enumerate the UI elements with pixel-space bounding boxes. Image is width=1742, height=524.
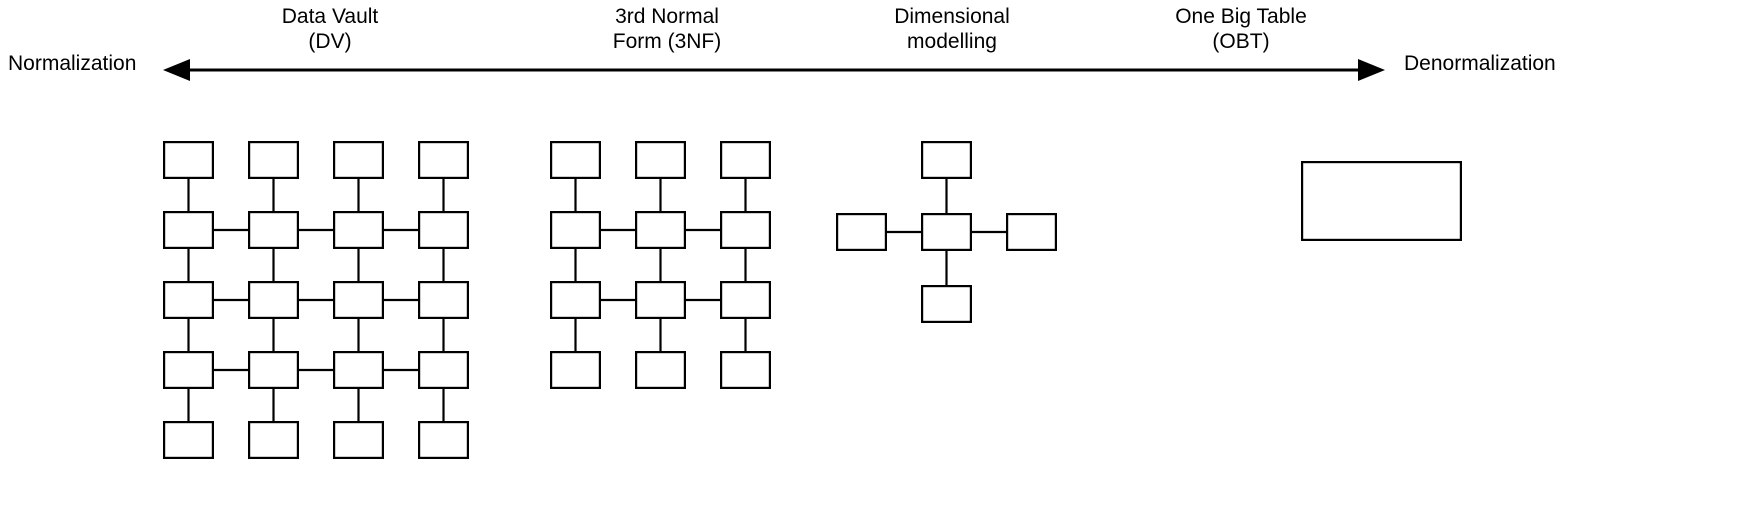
data-vault-diagram — [163, 141, 469, 459]
entity-box — [418, 421, 469, 459]
entity-box — [418, 210, 469, 249]
entity-box — [333, 141, 385, 179]
entity-box — [720, 281, 771, 320]
stage-label-line1: One Big Table — [1175, 5, 1307, 28]
entity-box — [333, 281, 385, 320]
dimensional-star-schema — [836, 141, 1057, 323]
entity-box — [163, 351, 214, 390]
dimension-box-south — [920, 285, 972, 323]
axis-label-denormalization: Denormalization — [1404, 52, 1556, 75]
dimension-box-west — [836, 212, 887, 251]
stage-label-line2: (DV) — [308, 30, 352, 53]
axis-label-normalization: Normalization — [8, 52, 137, 75]
data-vault-grid — [163, 141, 469, 459]
dimensional-modelling-diagram — [836, 141, 1057, 323]
entity-box — [550, 210, 601, 249]
stage-label-line1: Data Vault — [281, 5, 379, 28]
dimension-box-east — [1006, 212, 1057, 251]
one-big-table-box — [1301, 161, 1462, 241]
third-normal-form-grid — [550, 141, 771, 389]
stage-label-line1: 3rd Normal — [615, 5, 719, 28]
one-big-table-box — [1301, 161, 1462, 241]
entity-box — [634, 141, 686, 179]
entity-box — [247, 281, 299, 320]
fact-table-box — [920, 212, 972, 251]
dimension-box-north — [920, 141, 972, 179]
third-normal-form-diagram — [550, 141, 771, 389]
entity-box — [163, 141, 214, 179]
entity-box — [720, 141, 771, 179]
entity-box — [163, 421, 214, 459]
entity-box — [333, 421, 385, 459]
spectrum-arrow — [163, 59, 1385, 81]
entity-box — [550, 141, 601, 179]
stage-label-line2: (OBT) — [1212, 30, 1270, 53]
stage-label-line2: modelling — [907, 30, 997, 53]
entity-box — [634, 281, 686, 320]
entity-box — [418, 141, 469, 179]
entity-box — [720, 351, 771, 389]
entity-box — [634, 210, 686, 249]
stage-label-data-vault: Data Vault (DV) — [210, 4, 450, 54]
stage-label-third-normal-form: 3rd Normal Form (3NF) — [547, 4, 787, 54]
entity-box — [247, 421, 299, 459]
entity-box — [550, 351, 601, 389]
entity-box — [333, 210, 385, 249]
stage-label-line2: Form (3NF) — [612, 30, 722, 53]
entity-box — [333, 351, 385, 390]
entity-box — [247, 351, 299, 390]
one-big-table-diagram — [1301, 161, 1462, 241]
stage-label-dimensional-modelling: Dimensional modelling — [832, 4, 1072, 54]
stage-label-line1: Dimensional — [894, 5, 1010, 28]
entity-box — [720, 210, 771, 249]
entity-box — [550, 281, 601, 320]
entity-box — [163, 281, 214, 320]
entity-box — [634, 351, 686, 389]
entity-box — [163, 210, 214, 249]
entity-box — [247, 210, 299, 249]
entity-box — [418, 351, 469, 390]
stage-label-one-big-table: One Big Table (OBT) — [1121, 4, 1361, 54]
entity-box — [418, 281, 469, 320]
entity-box — [247, 141, 299, 179]
